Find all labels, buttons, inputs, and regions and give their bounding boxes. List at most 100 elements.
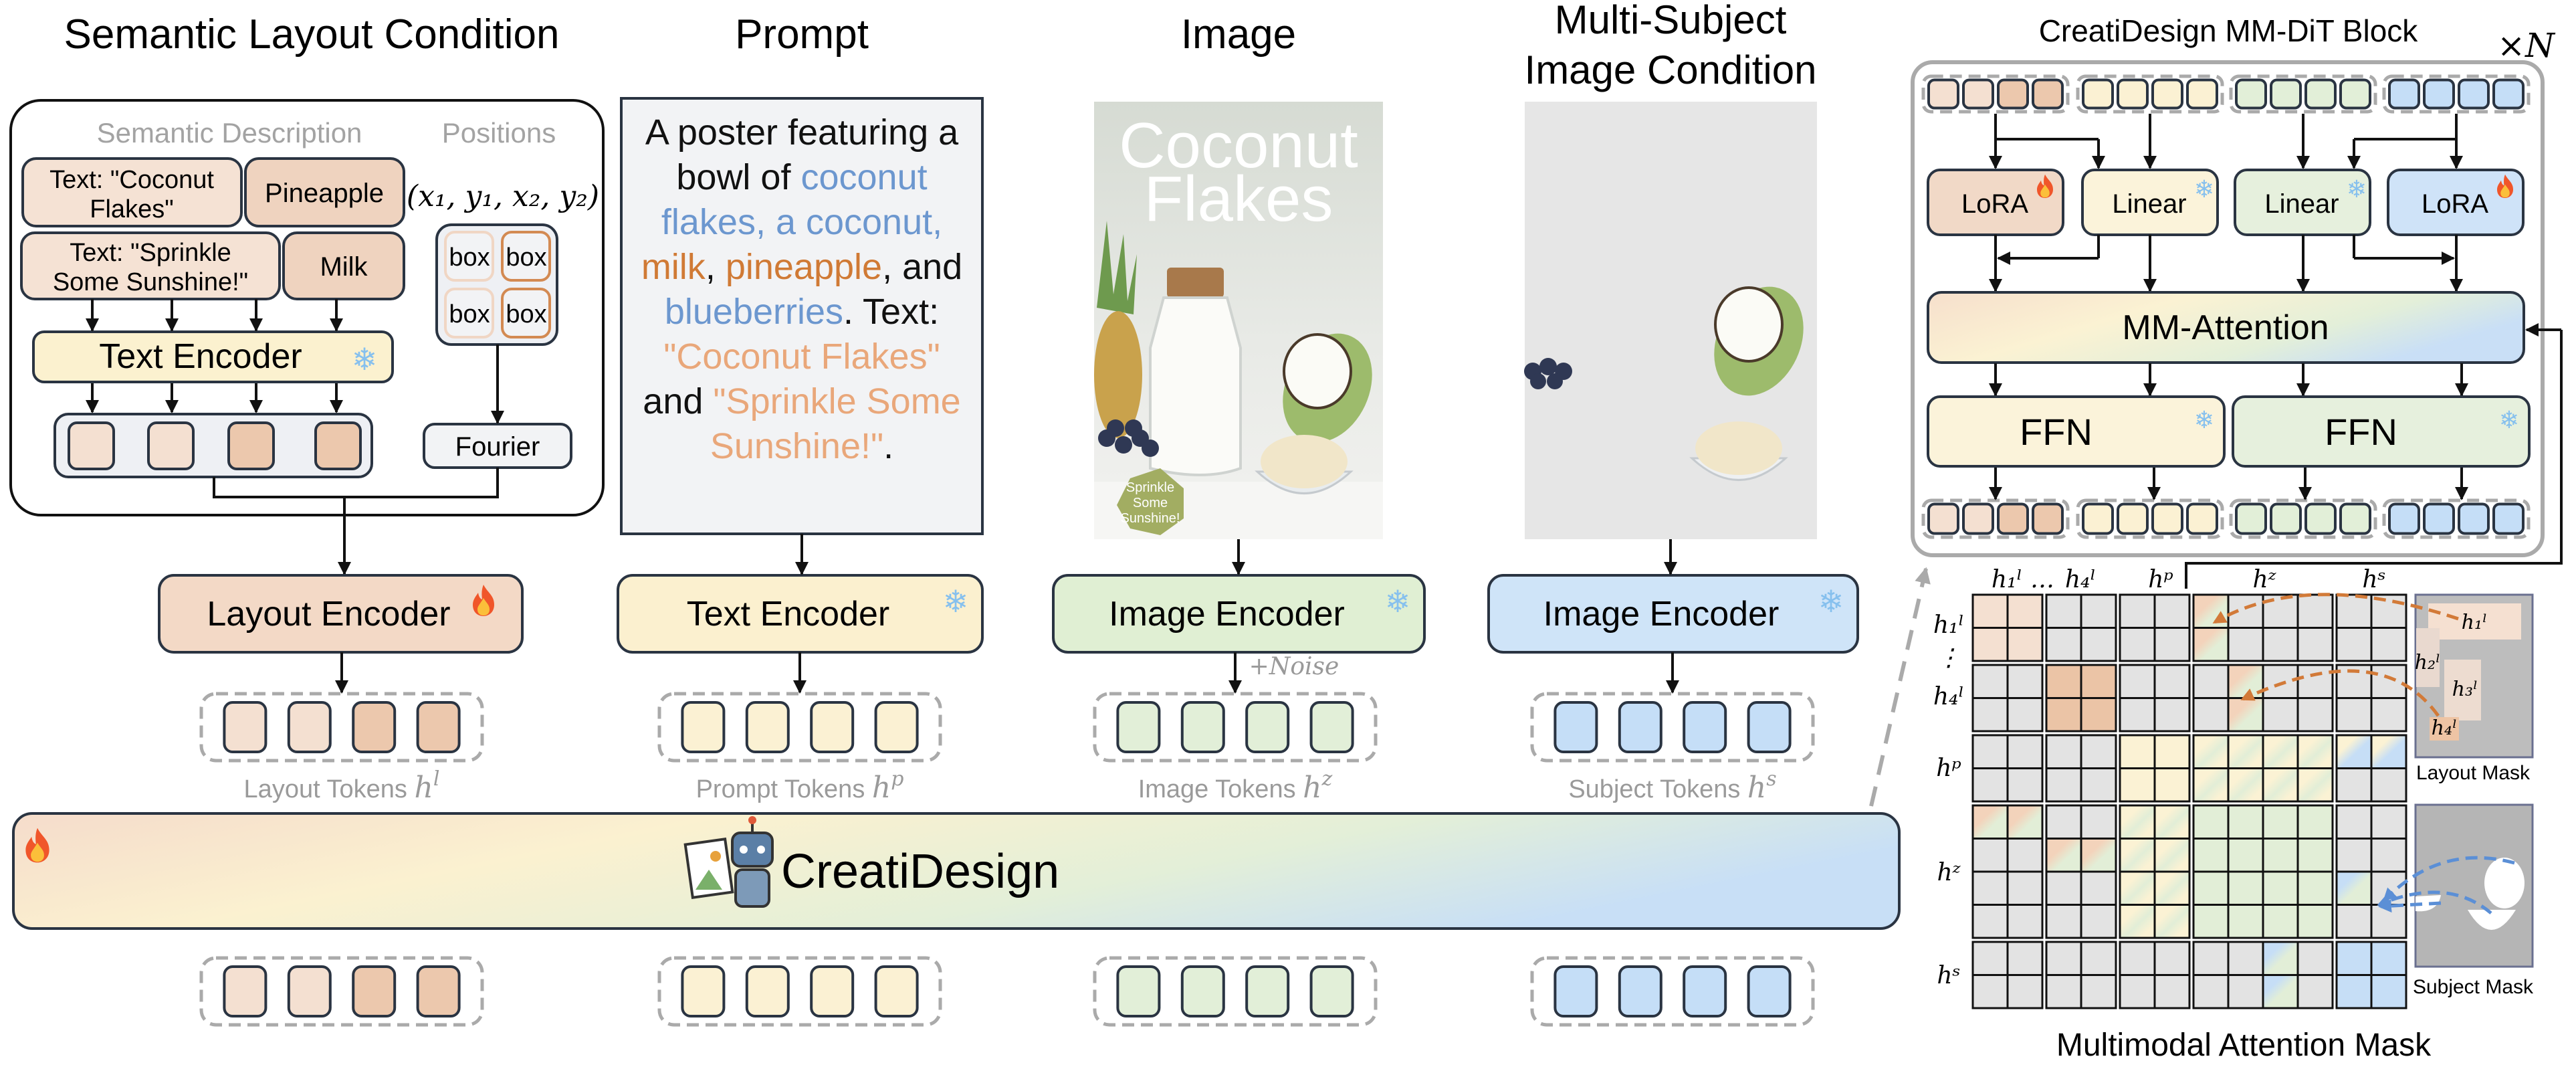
snowflake-icon: ❄ — [2194, 406, 2214, 433]
image-encoder-label: Image Encoder — [1109, 595, 1345, 634]
block-title: CreatiDesign MM-DiT Block — [2039, 13, 2419, 48]
attention-mask-cell — [2080, 767, 2117, 803]
attention-mask-cell — [2370, 838, 2407, 873]
attention-mask-cell — [2262, 838, 2299, 873]
semantic-embedding-token — [227, 421, 275, 470]
attention-mask-cell — [2080, 697, 2117, 733]
attention-mask-cell — [2370, 767, 2407, 803]
subject-tokens-token — [1618, 701, 1662, 753]
attention-mask-cell — [2153, 941, 2191, 976]
prompt-text: A poster featuring a bowl of coconut fla… — [632, 110, 972, 469]
layout-region-label: h₄ˡ — [2432, 716, 2458, 740]
layout-output-tokens-token — [352, 965, 397, 1017]
attention-mask-cell — [2296, 734, 2334, 769]
attention-mask-cell — [2192, 734, 2230, 769]
block-subject-in-token — [2458, 78, 2490, 110]
block-layout-out-group — [1921, 498, 2070, 539]
attention-mask-cell — [2262, 697, 2299, 733]
attention-mask-cell — [2119, 767, 2156, 803]
block-prompt-in-token — [2186, 78, 2218, 110]
block-image-in-token — [2339, 78, 2371, 110]
attention-mask-cell — [1971, 734, 2009, 769]
attention-mask-cell — [2192, 627, 2230, 662]
attention-mask-cell — [2370, 627, 2407, 662]
block-subject-in-token — [2423, 78, 2455, 110]
layout-tokens-token — [352, 701, 397, 753]
mask-row-header: hˢ — [1937, 962, 1960, 989]
prompt-segment: . Text: — [843, 292, 940, 332]
image-tokens-label: Image Tokens hz — [1138, 767, 1333, 805]
attention-mask-cell — [2045, 734, 2082, 769]
attention-mask-cell — [2045, 593, 2082, 629]
attention-mask-cell — [2192, 870, 2230, 906]
prompt-segment: , — [705, 247, 726, 287]
attention-mask-cell — [2045, 974, 2082, 1009]
prompt-segment: milk — [641, 247, 706, 287]
block-image-in-group — [2229, 74, 2377, 114]
connector-line — [2185, 330, 2563, 589]
subject-output-tokens-token — [1553, 965, 1598, 1017]
linear-prompt-label: Linear — [2112, 189, 2186, 219]
mask-row-header: h₁ˡ — [1933, 611, 1964, 639]
layout-output-tokens-group — [199, 956, 484, 1027]
attention-mask-cell — [2262, 904, 2299, 939]
mask-col-header: hˢ — [2362, 566, 2385, 593]
snowflake-icon: ❄ — [1385, 584, 1411, 619]
semantic-description-header: Semantic Description — [97, 117, 362, 149]
attention-mask-cell — [2262, 974, 2299, 1009]
block-subject-in-token — [2388, 78, 2420, 110]
generated-poster-image: Coconut Flakes Sprinkle Some Sunshine! — [1094, 102, 1383, 539]
layout-tokens-token — [287, 701, 332, 753]
attention-mask-cell — [2006, 974, 2044, 1009]
attention-mask-cell — [2262, 941, 2299, 976]
tokens-superscript: z — [1321, 767, 1332, 791]
box-label: box — [506, 300, 546, 328]
prompt-tokens-token — [745, 701, 790, 753]
attention-mask-cell — [2080, 804, 2117, 840]
subject-output-tokens-token — [1618, 965, 1662, 1017]
block-layout-in-group — [1921, 74, 2070, 114]
block-prompt-out-token — [2082, 502, 2114, 535]
subject-tokens-token — [1747, 701, 1792, 753]
attention-mask-cell — [2153, 870, 2191, 906]
prompt-output-tokens-token — [810, 965, 855, 1017]
prompt-segment: and — [643, 381, 714, 421]
prompt-segment: . — [883, 426, 894, 466]
attention-mask-cell — [2192, 904, 2230, 939]
attention-mask-cell — [2335, 593, 2373, 629]
attention-mask-cell — [2045, 838, 2082, 873]
attention-mask-cell — [2227, 697, 2264, 733]
block-subject-in-token — [2492, 78, 2525, 110]
block-prompt-out-token — [2186, 502, 2218, 535]
block-image-out-group — [2229, 498, 2377, 539]
attention-mask-cell — [2119, 870, 2156, 906]
attention-mask-cell — [1971, 941, 2009, 976]
image-title: Image — [1181, 11, 1296, 58]
attention-mask-cell — [2335, 804, 2373, 840]
image-output-tokens-token — [1309, 965, 1354, 1017]
pineapple — [1094, 311, 1142, 438]
prompt-output-tokens-token — [681, 965, 726, 1017]
attention-mask-cell — [2006, 804, 2044, 840]
attention-mask-cell — [2153, 838, 2191, 873]
attention-mask-cell — [1971, 664, 2009, 699]
attention-mask-cell — [2006, 697, 2044, 733]
attention-mask-cell — [2153, 974, 2191, 1009]
attention-mask-cell — [2080, 627, 2117, 662]
attention-mask-cell — [2119, 697, 2156, 733]
box-label: box — [449, 244, 490, 272]
image-tokens-token — [1116, 701, 1161, 753]
snowflake-icon: ❄ — [1818, 584, 1844, 619]
snowflake-icon: ❄ — [352, 342, 378, 377]
attention-mask-cell — [2006, 838, 2044, 873]
block-layout-out-token — [1927, 502, 1959, 535]
coords-formula: (x₁, y₁, x₂, y₂) — [407, 179, 599, 213]
attention-mask-cell — [2080, 838, 2117, 873]
desc-coconut-flakes-line2: Flakes" — [90, 195, 173, 223]
prompt-segment: "Sprinkle Some Sunshine!" — [710, 381, 961, 466]
layout-tokens-label: Layout Tokens hl — [244, 767, 440, 805]
block-image-out-token — [2339, 502, 2371, 535]
tokens-label-text: Subject Tokens — [1568, 775, 1747, 803]
